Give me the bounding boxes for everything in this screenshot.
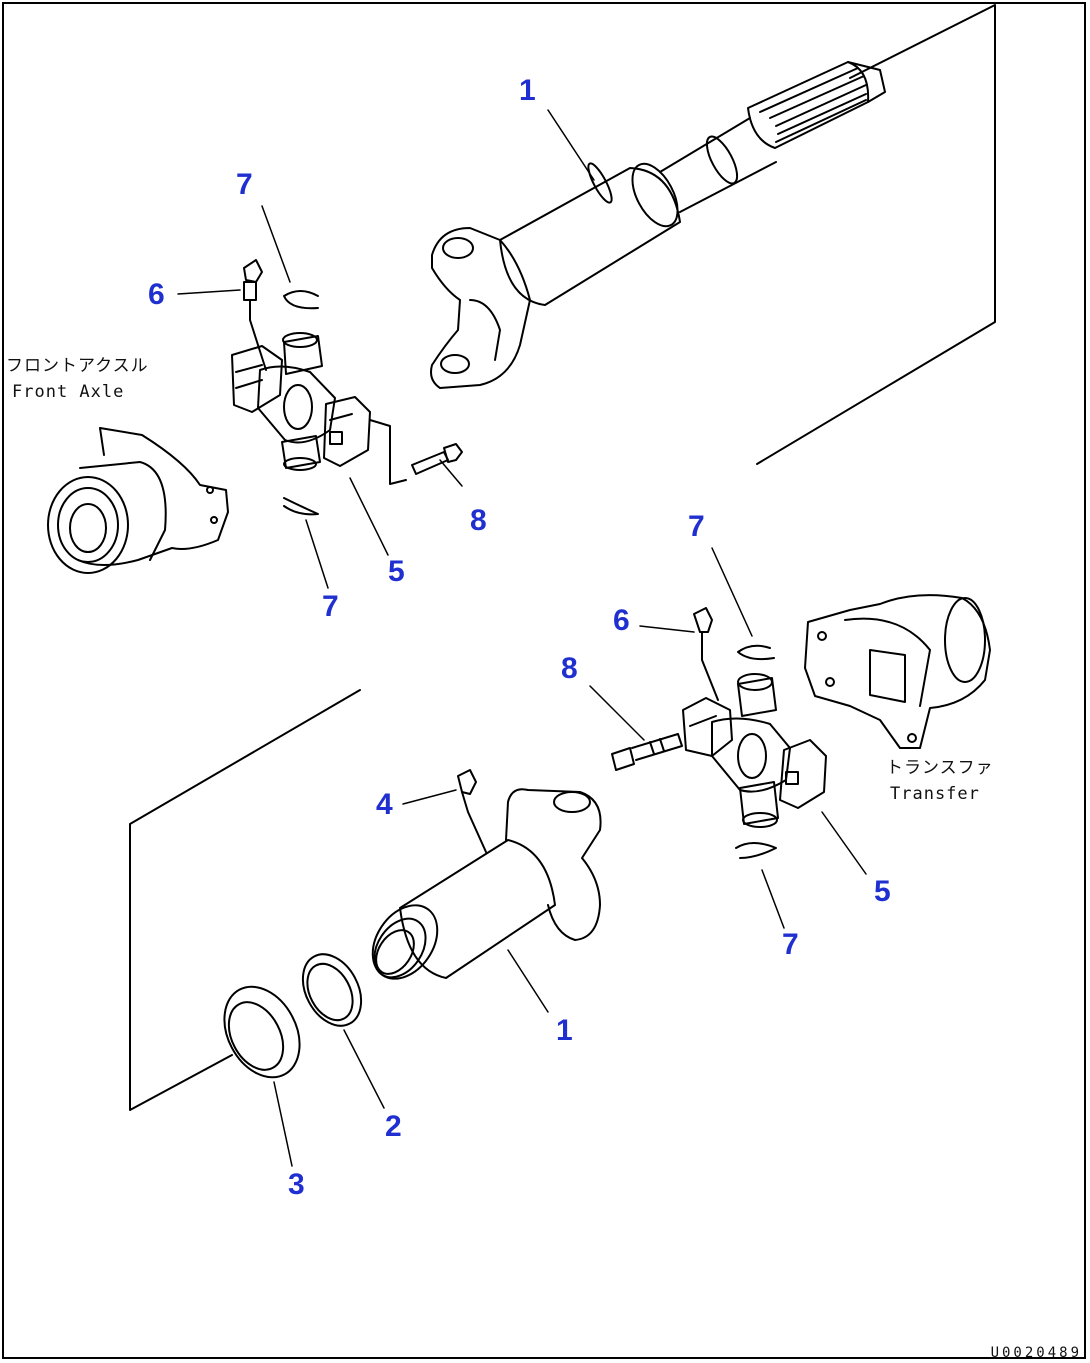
callout-lower-6: 6 bbox=[613, 604, 630, 637]
lower-slip-yoke bbox=[223, 769, 602, 1079]
front-axle-label-en: Front Axle bbox=[12, 382, 125, 402]
callout-lower-4: 4 bbox=[376, 788, 393, 821]
callout-lower-7-bottom: 7 bbox=[782, 928, 799, 961]
callout-lower-1: 1 bbox=[556, 1014, 573, 1047]
upper-universal-joint bbox=[231, 259, 463, 516]
front-axle-flange bbox=[47, 427, 229, 574]
callout-upper-1: 1 bbox=[519, 74, 536, 107]
callout-upper-7-top: 7 bbox=[236, 168, 253, 201]
callout-lower-2: 2 bbox=[385, 1110, 402, 1143]
callout-lower-8: 8 bbox=[561, 652, 578, 685]
callout-lower-5: 5 bbox=[874, 875, 891, 908]
callout-upper-5: 5 bbox=[388, 555, 405, 588]
upper-drive-shaft bbox=[430, 61, 886, 389]
callout-upper-7-bottom: 7 bbox=[322, 590, 339, 623]
callout-upper-8: 8 bbox=[470, 504, 487, 537]
leader-lines bbox=[177, 109, 867, 1167]
transfer-label-en: Transfer bbox=[890, 784, 980, 804]
callout-lower-3: 3 bbox=[288, 1168, 305, 1201]
callout-lower-7-top: 7 bbox=[688, 510, 705, 543]
front-axle-label-jp: フロントアクスル bbox=[6, 356, 149, 376]
lower-universal-joint bbox=[611, 607, 827, 859]
transfer-flange bbox=[804, 594, 991, 749]
transfer-label-jp: トランスファ bbox=[886, 758, 994, 778]
drawing-number: U0020489 bbox=[990, 1345, 1082, 1361]
reference-lines bbox=[129, 4, 996, 1111]
callout-upper-6: 6 bbox=[148, 278, 165, 311]
